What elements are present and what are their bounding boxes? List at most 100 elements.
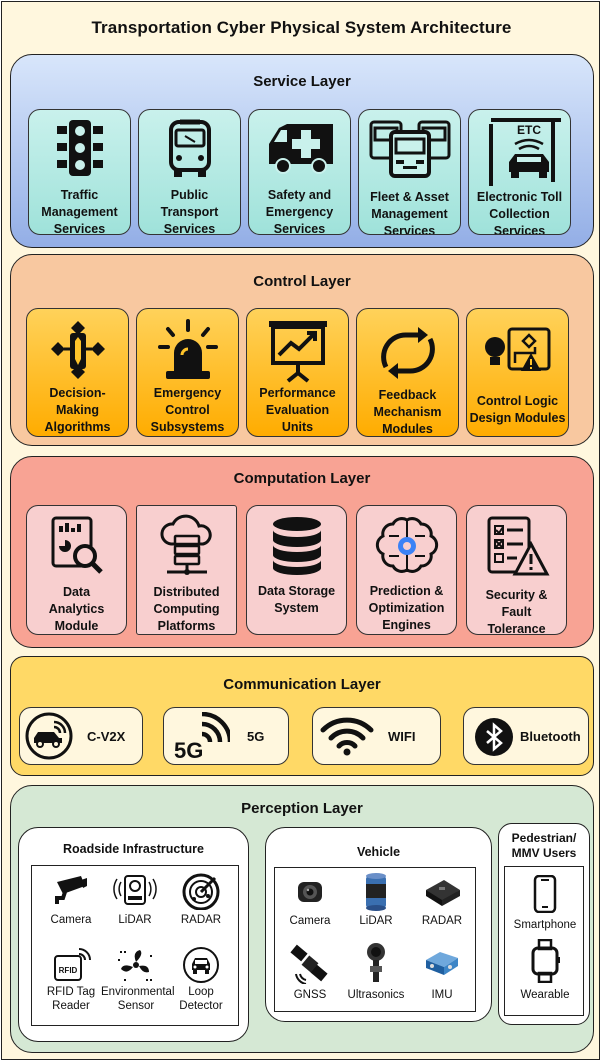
control-label-emergency: Emergency Control Subsystems (150, 386, 225, 434)
pedestrian-box: Pedestrian/ MMV Users Smartphone Wearabl… (498, 823, 590, 1025)
computation-card-security: Security & Fault Tolerance Modules (466, 505, 567, 635)
comm-label-5g: 5G (247, 728, 265, 744)
service-label-toll: Electronic Toll Collection Services (476, 190, 563, 235)
feedback-loop-icon (380, 327, 435, 379)
pedestrian-device-wearable: Wearable (510, 939, 580, 1009)
perception-layer-title: Perception Layer (241, 800, 363, 817)
comm-label-wifi: WIFI (388, 728, 416, 744)
diagram-title: Transportation Cyber Physical System Arc… (91, 18, 512, 37)
pedestrian-device-smartphone: Smartphone (510, 875, 580, 935)
camera-icon (298, 882, 322, 902)
loop-detector-icon (183, 947, 219, 983)
comm-card-cv2x: C-V2X (19, 707, 143, 765)
5g-icon: 5G (174, 712, 230, 762)
logic-design-icon (484, 327, 550, 371)
cloud-server-icon (160, 514, 212, 575)
service-label-safety: Safety and Emergency Services (265, 188, 334, 235)
roadside-camera-label: Camera (50, 914, 92, 926)
pedestrian-panel: Smartphone Wearable (504, 866, 584, 1016)
comm-card-bluetooth: Bluetooth (463, 707, 589, 765)
service-layer-title: Service Layer (253, 73, 351, 90)
comm-card-wifi: WIFI (312, 707, 441, 765)
roadside-sensor-loop: Loop Detector (166, 946, 236, 1024)
comm-label-bluetooth: Bluetooth (520, 728, 581, 744)
computation-card-analytics: Data Analytics Module (26, 505, 127, 635)
control-label-performance: Performance Evaluation Units (259, 386, 336, 434)
control-layer: Control Layer Decision- Making Algorithm… (10, 254, 594, 446)
vehicle-panel: Camera LiDAR RADAR GNSS Ultrasonics (274, 867, 476, 1012)
vehicle-title: Vehicle (356, 845, 401, 859)
comm-label-cv2x: C-V2X (87, 728, 126, 744)
control-card-feedback: Feedback Mechanism Modules (356, 308, 459, 437)
vehicle-sensor-imu: IMU (407, 944, 477, 1004)
roadside-sensor-camera: Camera (36, 872, 106, 938)
imu-icon (426, 952, 458, 975)
service-label-transport: Public Transport Services (160, 188, 219, 235)
traffic-light-icon (56, 120, 103, 176)
service-layer: Service Layer Traffic Management Service… (10, 54, 594, 248)
computation-label-prediction: Prediction & Optimization Engines (368, 584, 445, 632)
vehicle-camera-label: Camera (289, 915, 331, 927)
service-card-fleet: Fleet & Asset Management Services (358, 109, 461, 235)
service-label-fleet: Fleet & Asset Management Services (370, 190, 449, 235)
car-signal-icon (25, 712, 73, 760)
decision-tree-icon (50, 321, 105, 379)
perception-layer: Perception Layer Roadside Infrastructure… (10, 785, 594, 1053)
control-layer-title: Control Layer (253, 273, 351, 290)
wifi-icon (320, 717, 374, 756)
vehicle-ultrasonics-label: Ultrasonics (347, 989, 405, 1001)
rfid-icon: RFID (54, 948, 91, 981)
checklist-warning-icon (487, 516, 549, 576)
smartphone-icon (533, 875, 557, 913)
roadside-sensor-rfid: RFID RFID Tag Reader (36, 946, 106, 1024)
computation-label-distributed: Distributed Computing Platforms (153, 585, 220, 633)
vehicle-radar-label: RADAR (421, 915, 463, 927)
computation-label-security: Security & Fault Tolerance Modules (485, 588, 548, 635)
computation-label-analytics: Data Analytics Module (48, 585, 105, 633)
ultrasonic-sensor-icon (367, 943, 385, 982)
service-card-safety: Safety and Emergency Services (248, 109, 351, 235)
smartwatch-icon (531, 939, 560, 983)
cctv-camera-icon (55, 876, 87, 904)
service-card-toll: ETC Electronic Toll Collection Services (468, 109, 571, 235)
roadside-radar-label: RADAR (180, 914, 222, 926)
control-card-logic: Control Logic Design Modules (466, 308, 569, 437)
radar-unit-icon (426, 880, 460, 906)
roadside-sensor-lidar: LiDAR (100, 872, 170, 938)
computation-label-storage: Data Storage System (257, 584, 336, 615)
communication-layer-title: Communication Layer (223, 676, 381, 693)
bus-icon (168, 119, 211, 177)
roadside-rfid-label: RFID Tag Reader (46, 986, 96, 1012)
communication-layer: Communication Layer C-V2X 5G 5G WIFI Blu… (10, 656, 594, 776)
lidar-icon (113, 875, 157, 905)
bluetooth-icon (475, 718, 513, 756)
satellite-icon (290, 944, 328, 984)
control-card-emergency: Emergency Control Subsystems (136, 308, 239, 437)
roadside-panel: Camera LiDAR RADAR RFID RFID Tag Reader … (31, 865, 239, 1026)
control-card-performance: Performance Evaluation Units (246, 308, 349, 437)
control-label-feedback: Feedback Mechanism Modules (373, 388, 442, 436)
rfid-badge: RFID (59, 966, 78, 975)
computation-card-storage: Data Storage System (246, 505, 347, 635)
radar-icon (182, 873, 220, 910)
service-card-traffic: Traffic Management Services (28, 109, 131, 235)
computation-layer-title: Computation Layer (233, 470, 371, 487)
control-card-decision: Decision- Making Algorithms (26, 308, 129, 437)
vehicle-imu-label: IMU (431, 989, 453, 1001)
database-icon (272, 517, 321, 575)
vehicle-sensor-gnss: GNSS (275, 944, 345, 1004)
brain-gear-icon (375, 517, 438, 573)
roadside-environmental-label: Environmental Sensor (101, 986, 175, 1012)
toll-etc-badge: ETC (517, 123, 541, 137)
roadside-sensor-radar: RADAR (166, 872, 236, 938)
vehicle-sensor-radar: RADAR (407, 876, 477, 936)
vehicle-lidar-label: LiDAR (359, 915, 393, 927)
5g-badge: 5G (174, 738, 203, 762)
pedestrian-wearable-label: Wearable (520, 989, 570, 1001)
service-card-transport: Public Transport Services (138, 109, 241, 235)
computation-card-distributed: Distributed Computing Platforms (136, 505, 237, 635)
computation-card-prediction: Prediction & Optimization Engines (356, 505, 457, 635)
vehicle-box: Vehicle Camera LiDAR RADAR GNSS (265, 827, 492, 1022)
control-label-logic: Control Logic Design Modules (469, 394, 566, 425)
roadside-title: Roadside Infrastructure (62, 842, 204, 856)
